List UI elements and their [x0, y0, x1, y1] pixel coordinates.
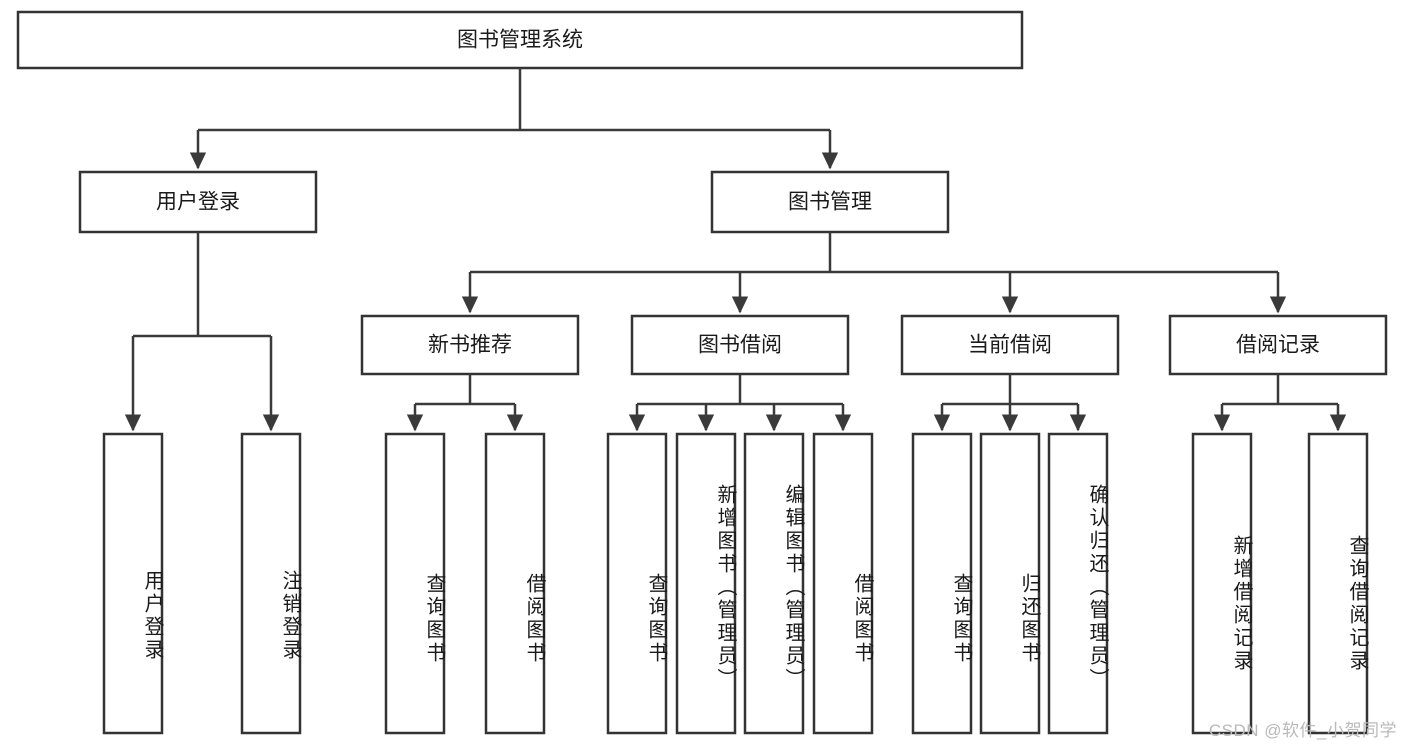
node-leaf-query-book-3[interactable] [911, 432, 973, 735]
node-leaf-borrow-book-1[interactable] [484, 432, 546, 735]
node-leaf-borrow-book-2[interactable] [812, 432, 874, 735]
node-leaf-confirm-return[interactable] [1047, 432, 1109, 735]
node-new-book-recommend[interactable] [360, 314, 580, 376]
node-borrow-record[interactable] [1168, 314, 1388, 376]
node-leaf-query-book-2[interactable] [606, 432, 668, 735]
node-leaf-user-logout[interactable] [240, 432, 302, 735]
node-book-borrow-label: 图书借阅 [698, 334, 782, 357]
node-current-borrow-label: 当前借阅 [968, 334, 1052, 357]
node-leaf-add-record[interactable] [1191, 432, 1253, 735]
node-current-borrow[interactable] [900, 314, 1120, 376]
node-borrow-record-label: 借阅记录 [1236, 334, 1320, 357]
node-book-manage[interactable] [710, 170, 950, 234]
node-leaf-edit-book[interactable] [743, 432, 805, 735]
node-leaf-query-record[interactable] [1307, 432, 1369, 735]
node-leaf-add-book[interactable] [675, 432, 737, 735]
csdn-watermark: CSDN @软件_小贺同学 [1208, 721, 1397, 740]
node-book-manage-label: 图书管理 [788, 191, 872, 214]
node-leaf-query-book-1[interactable] [384, 432, 446, 735]
node-leaf-user-login[interactable] [102, 432, 164, 735]
node-book-borrow[interactable] [630, 314, 850, 376]
node-root[interactable] [16, 10, 1024, 70]
node-leaf-return-book[interactable] [979, 432, 1041, 735]
node-root-label: 图书管理系统 [457, 29, 583, 52]
node-new-book-recommend-label: 新书推荐 [428, 334, 512, 357]
node-user-login-label: 用户登录 [156, 191, 240, 214]
